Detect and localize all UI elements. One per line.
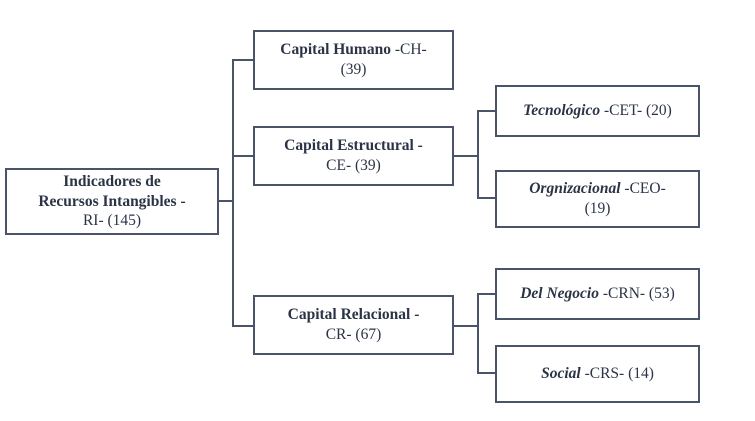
node-organizacional-count: (19) xyxy=(584,200,611,217)
node-capital-humano[interactable]: Capital Humano -CH- (39) xyxy=(253,30,454,90)
node-del-negocio[interactable]: Del Negocio -CRN- (53) xyxy=(495,268,700,320)
node-capital-relacional-text: Capital Relacional - CR- (67) xyxy=(261,305,446,345)
node-social-text: Social -CRS- (14) xyxy=(503,364,692,384)
node-social-code: -CRS- (14) xyxy=(580,365,654,383)
node-root-code: RI- (145) xyxy=(82,212,142,230)
node-capital-humano-count: (39) xyxy=(340,61,367,78)
connector-organizacional xyxy=(477,197,496,199)
node-tecnologico-text: Tecnológico -CET- (20) xyxy=(503,101,692,121)
node-capital-humano-name: Capital Humano xyxy=(280,41,391,59)
node-organizacional-code: -CEO- xyxy=(620,180,666,198)
node-social-name: Social xyxy=(541,365,581,383)
node-root-name-line1: Indicadores de xyxy=(63,172,161,190)
node-tecnologico-code: -CET- (20) xyxy=(600,102,672,120)
node-organizacional-text: Orgnizacional -CEO- (19) xyxy=(503,179,692,219)
node-capital-relacional-count: CR- (67) xyxy=(325,326,382,343)
connector-capital-estructural xyxy=(232,155,255,157)
node-tecnologico[interactable]: Tecnológico -CET- (20) xyxy=(495,85,700,137)
node-capital-estructural-text: Capital Estructural - CE- (39) xyxy=(261,136,446,176)
connector-social xyxy=(477,372,496,374)
node-social[interactable]: Social -CRS- (14) xyxy=(495,345,700,403)
node-del-negocio-name: Del Negocio xyxy=(520,285,599,303)
node-root-name-line2: Recursos Intangibles - xyxy=(38,192,186,210)
node-capital-relacional[interactable]: Capital Relacional - CR- (67) xyxy=(253,295,454,355)
node-del-negocio-code: -CRN- (53) xyxy=(598,285,675,303)
node-tecnologico-name: Tecnológico xyxy=(523,102,601,120)
node-capital-humano-text: Capital Humano -CH- (39) xyxy=(261,40,446,80)
node-organizacional-name: Orgnizacional xyxy=(529,180,621,198)
node-root-text: Indicadores de Recursos Intangibles - RI- … xyxy=(13,172,211,231)
connector-tecnologico xyxy=(477,110,496,112)
connector-del-negocio xyxy=(477,293,496,295)
connector-capital-humano xyxy=(232,59,255,61)
connector-capital-relacional xyxy=(232,325,255,327)
node-capital-estructural-name: Capital Estructural - xyxy=(284,137,423,155)
node-capital-relacional-name: Capital Relacional - xyxy=(287,306,420,324)
node-indicadores-recursos-intangibles[interactable]: Indicadores de Recursos Intangibles - RI- … xyxy=(5,168,219,235)
node-organizacional[interactable]: Orgnizacional -CEO- (19) xyxy=(495,170,700,228)
connector-trunk-vertical xyxy=(232,59,234,327)
node-capital-humano-code: -CH- xyxy=(390,41,427,59)
node-capital-estructural[interactable]: Capital Estructural - CE- (39) xyxy=(253,126,454,186)
node-del-negocio-text: Del Negocio -CRN- (53) xyxy=(503,284,692,304)
node-capital-estructural-count: CE- (39) xyxy=(326,157,381,174)
connector-relacional-out xyxy=(454,325,479,327)
connector-estructural-out xyxy=(454,155,479,157)
connector-relacional-vertical xyxy=(477,293,479,374)
connector-root-stub xyxy=(219,200,234,202)
connector-estructural-vertical xyxy=(477,110,479,199)
